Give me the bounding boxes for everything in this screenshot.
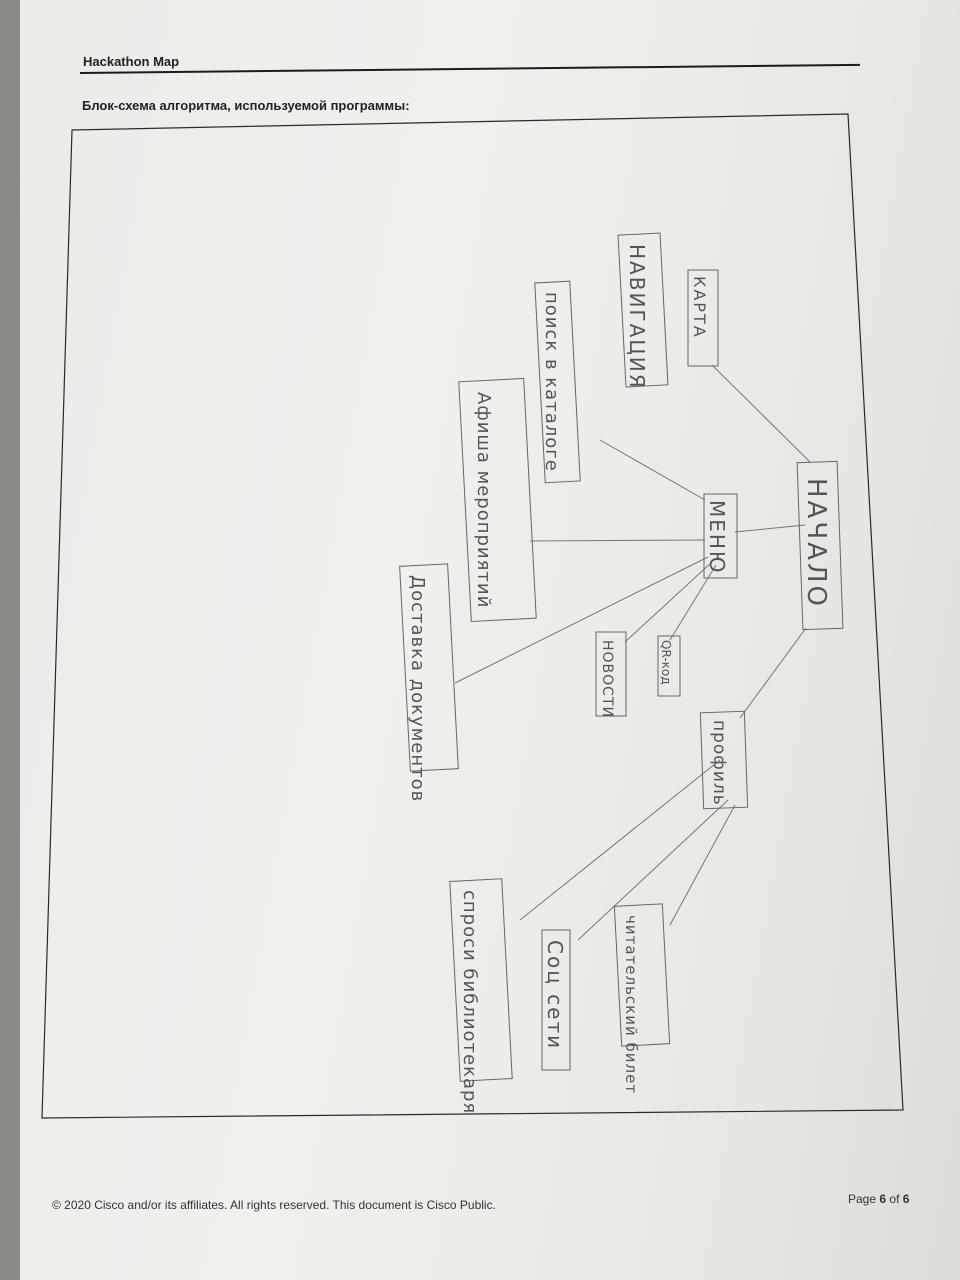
page-total: 6: [902, 1192, 910, 1206]
diagram-frame: [41, 113, 904, 1119]
documents-node-label: Доставка документов: [407, 575, 428, 802]
events-node-box: [458, 377, 537, 623]
news-node-label: НОВОСТИ: [599, 640, 615, 718]
navigation-node-box: [617, 232, 669, 388]
news-node-box: [595, 631, 627, 717]
ask-librarian-node-box: [449, 878, 513, 1082]
start-node-label: НАЧАЛО: [801, 478, 831, 609]
paper-sheet: [20, 0, 960, 1280]
document-title: Hackathon Map: [83, 54, 180, 69]
map-node-box: [687, 269, 719, 367]
section-label: Блок-схема алгоритма, используемой прогр…: [82, 98, 410, 113]
ask-librarian-node-label: спроси библиотекаря: [459, 890, 480, 1114]
library-card-node-label: читательский билет: [622, 915, 640, 1094]
qr-node-label: QR-код: [659, 640, 673, 685]
page-of: of: [889, 1192, 900, 1206]
copyright-notice: © 2020 Cisco and/or its affiliates. All …: [52, 1198, 496, 1212]
map-node-label: КАРТА: [690, 276, 709, 339]
events-node-label: Афиша мероприятий: [473, 392, 494, 608]
catalog-search-node-box: [534, 280, 581, 484]
social-node-box: [541, 929, 571, 1071]
start-node-box: [796, 460, 844, 631]
social-node-label: Соц сети: [543, 940, 567, 1050]
menu-node-label: МЕНЮ: [705, 500, 729, 575]
menu-node-box: [703, 493, 738, 579]
qr-node-box: [657, 635, 681, 697]
connector-lines: [454, 364, 811, 941]
library-card-node-box: [613, 903, 671, 1047]
page-current: 6: [879, 1192, 887, 1206]
navigation-node-label: НАВИГАЦИЯ: [625, 244, 649, 390]
page-number: Page 6 of 6: [848, 1192, 909, 1206]
profile-node-label: профиль: [709, 720, 729, 806]
page-prefix: Page: [848, 1192, 877, 1206]
catalog-search-node-label: поиск в каталоге: [541, 292, 562, 472]
profile-node-box: [699, 710, 749, 810]
documents-node-box: [399, 563, 459, 772]
